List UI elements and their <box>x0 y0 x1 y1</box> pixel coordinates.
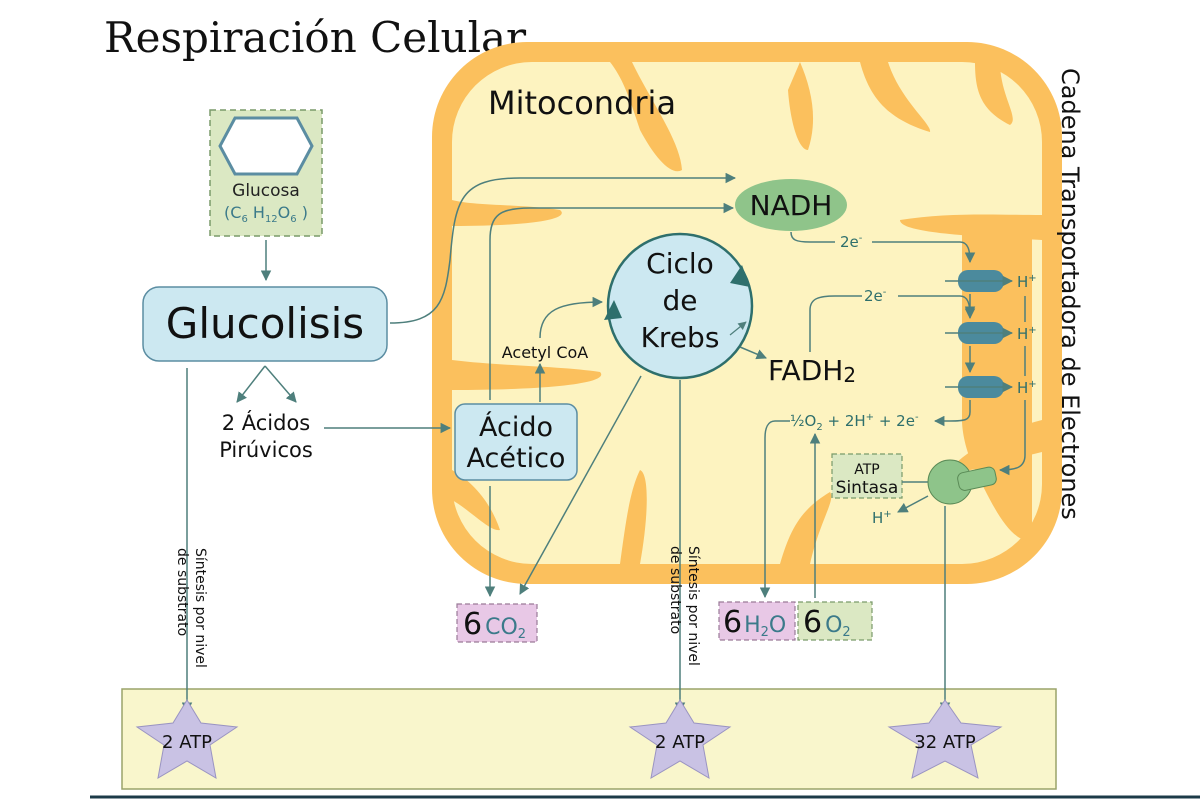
atp-star-glycolysis <box>135 699 239 779</box>
electron-label-nadh: 2e- <box>840 233 863 251</box>
substrate-label-krebs: Síntesis por nivel de substrato <box>667 546 701 666</box>
acetic-label-line2: Acético <box>467 443 566 474</box>
etc-complex-1 <box>945 270 1014 292</box>
etc-label: Cadena Transportadora de Electrones <box>1056 68 1084 520</box>
h2o-product-box <box>718 601 796 641</box>
etc-complex-2 <box>945 322 1014 344</box>
svg-text:de substrato: de substrato <box>667 546 683 634</box>
proton-label-1: H+ <box>1017 273 1037 291</box>
atp-synthase-line1: ATP <box>854 462 879 478</box>
glycolysis-box <box>142 286 388 362</box>
proton-label-synthase: H+ <box>872 509 892 527</box>
glycolysis-label: Glucolisis <box>166 299 364 348</box>
arrow-synthase-proton <box>897 495 929 513</box>
nadh-label: NADH <box>750 189 833 222</box>
arrow-krebs-fadh2 <box>739 346 767 360</box>
h2o-product-label: 6H2O <box>723 605 786 640</box>
atp-star-krebs <box>628 699 732 779</box>
arrow-glycolysis-nadh <box>389 172 737 324</box>
arrow-glycolysis-pyruvic-right <box>264 365 297 403</box>
arrow-acetylcoa-krebs <box>539 296 604 339</box>
krebs-label-line1: Ciclo <box>646 247 714 280</box>
arrow-krebs-internal <box>729 321 747 336</box>
atp-star-etc <box>887 699 1003 779</box>
atp-label-glycolysis: 2 ATP <box>162 732 212 753</box>
arrow-acetic-nadh <box>489 202 735 400</box>
electron-label-fadh2: 2e- <box>864 287 887 305</box>
arrow-etc-oxygen <box>933 400 971 427</box>
arrow-glycolysis-pyruvic-left <box>236 365 266 403</box>
pyruvic-label-line2: Pirúvicos <box>219 438 313 462</box>
svg-text:Síntesis por nivel: Síntesis por nivel <box>685 546 701 666</box>
o2-product-box <box>797 601 873 641</box>
atp-label-etc: 32 ATP <box>914 732 976 753</box>
arrow-krebs-co2 <box>519 375 642 595</box>
substrate-label-glycolysis: Síntesis por nivel de substrato <box>174 548 208 668</box>
svg-text:Síntesis por nivel: Síntesis por nivel <box>192 548 208 668</box>
nadh-ellipse <box>735 179 847 231</box>
fadh2-label: FADH2 <box>768 354 856 387</box>
arrow-oxygen-water <box>759 420 790 599</box>
krebs-label-line2: de <box>663 284 698 317</box>
arrow-nadh-etc <box>790 231 970 262</box>
atp-synthase-label-box <box>831 453 903 499</box>
acetic-label-line1: Ácido <box>479 411 553 443</box>
glucose-formula: (C6 H12O6 ) <box>224 203 308 225</box>
pyruvic-label-line1: 2 Ácidos <box>222 410 311 435</box>
svg-text:de substrato: de substrato <box>174 548 190 636</box>
mitochondria-label: Mitocondria <box>488 84 676 122</box>
glucose-box: Glucosa (C6 H12O6 ) <box>209 109 323 237</box>
acetic-acid-box <box>454 403 578 481</box>
glucose-label: Glucosa <box>232 181 300 201</box>
proton-label-3: H+ <box>1017 379 1037 397</box>
atp-synthase-icon <box>927 459 997 505</box>
krebs-label-line3: Krebs <box>641 321 720 354</box>
diagram-title: Respiración Celular <box>104 13 527 62</box>
etc-complex-3 <box>945 376 1014 398</box>
proton-gradient-flow <box>1000 296 1026 470</box>
krebs-cycle <box>604 232 754 380</box>
oxygen-reaction-label: ½O2 + 2H+ + 2e- <box>790 412 919 433</box>
proton-label-2: H+ <box>1017 325 1037 343</box>
acetyl-coa-label: Acetyl CoA <box>502 343 589 362</box>
atp-synthase-line2: Sintasa <box>836 478 899 498</box>
atp-label-krebs: 2 ATP <box>655 732 705 753</box>
co2-product-box <box>456 603 538 643</box>
atp-band <box>121 688 1057 790</box>
hexagon-icon <box>218 116 314 176</box>
